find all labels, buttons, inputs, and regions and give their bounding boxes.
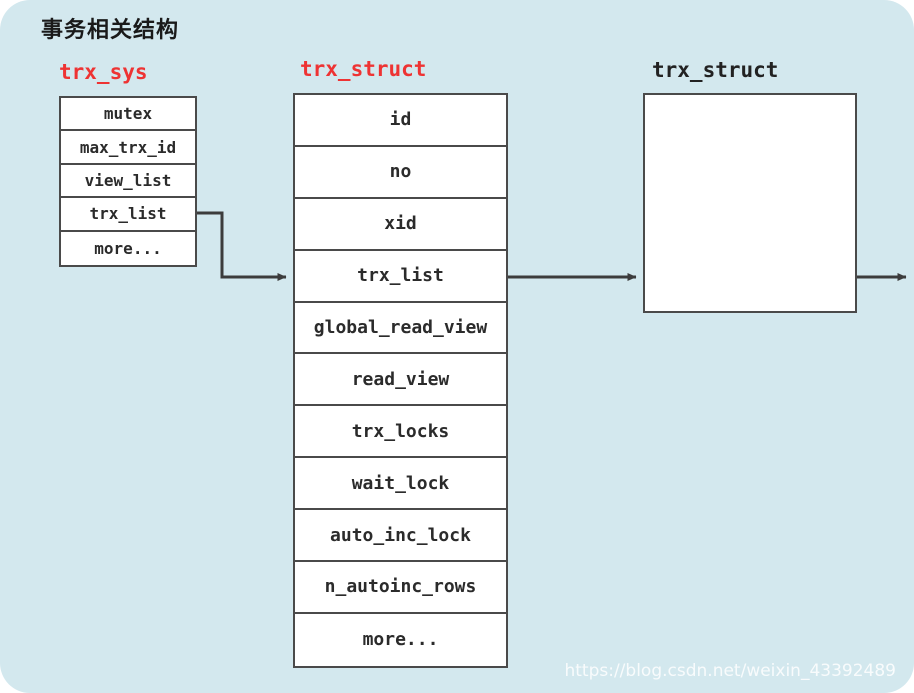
struct-field-more[interactable]: more... [295,613,506,666]
struct-label-trx-struct-second: trx_struct [652,58,779,82]
struct-field-id[interactable]: id [295,95,506,147]
struct-field-auto-inc-lock[interactable]: auto_inc_lock [295,510,506,563]
struct-field-more[interactable]: more... [61,231,195,265]
struct-field-view-list[interactable]: view_list [61,164,195,199]
struct-box-trx-sys: mutex max_trx_id view_list trx_list more… [59,96,197,267]
struct-field-trx-locks[interactable]: trx_locks [295,406,506,459]
struct-label-trx-sys: trx_sys [59,60,148,84]
struct-field-global-read-view[interactable]: global_read_view [295,302,506,355]
struct-box-trx-struct-first: id no xid trx_list global_read_view read… [293,93,508,668]
page-title: 事务相关结构 [41,18,180,43]
connector-trx-sys-to-trx-struct [197,211,287,281]
struct-field-trx-list[interactable]: trx_list [61,198,195,232]
struct-field-no[interactable]: no [295,146,506,199]
struct-field-mutex[interactable]: mutex [61,98,195,132]
struct-field-trx-list[interactable]: trx_list [295,250,506,303]
struct-field-wait-lock[interactable]: wait_lock [295,458,506,511]
struct-field-xid[interactable]: xid [295,198,506,251]
struct-box-trx-struct-second [643,93,857,313]
watermark-text: https://blog.csdn.net/weixin_43392489 [564,661,896,681]
struct-field-max-trx-id[interactable]: max_trx_id [61,131,195,165]
struct-field-n-autoinc-rows[interactable]: n_autoinc_rows [295,562,506,614]
struct-field-read-view[interactable]: read_view [295,354,506,407]
struct-label-trx-struct-first: trx_struct [300,57,427,81]
